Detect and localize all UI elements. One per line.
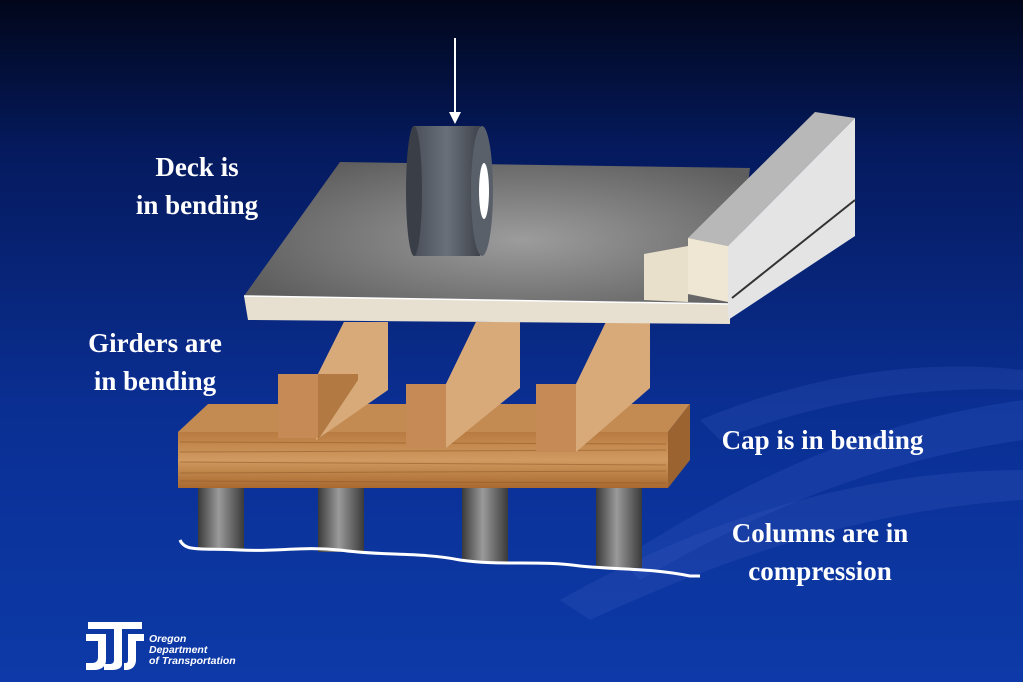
cap-label-line-1: Cap is in bending [721,425,924,455]
cap-label: Cap is in bending [700,421,945,459]
girder-3 [536,322,650,452]
columns-label: Columns are in compression [700,514,940,590]
wheel-hub [479,163,489,219]
columns [198,486,642,568]
column-2 [318,486,364,552]
column-1 [198,486,244,550]
deck [243,112,856,324]
load-arrowhead [449,112,461,124]
ground-line [178,539,700,578]
deck-label: Deck is in bending [112,148,282,224]
wheel-left-face [406,126,422,256]
girders-label: Girders are in bending [70,324,240,400]
girder-2 [406,322,520,448]
column-3 [462,486,508,562]
girders [278,322,650,452]
logo-line-1: Oregon [149,633,187,645]
wheel-load [406,38,493,256]
columns-label-line-2: compression [748,556,892,586]
odot-logo-icon [86,622,144,670]
deck-label-line-2: in bending [135,190,259,220]
wheel-body [414,126,480,256]
girders-label-line-2: in bending [93,366,217,396]
deck-label-line-1: Deck is [155,152,239,182]
column-4 [596,486,642,568]
logo-line-3: of Transportation [149,655,236,667]
logo-line-2: Department [149,644,208,656]
girders-label-line-1: Girders are [88,328,222,358]
odot-logo-text: Oregon Department of Transportation [149,634,236,667]
columns-label-line-1: Columns are in [731,518,909,548]
girder-1 [278,322,388,440]
